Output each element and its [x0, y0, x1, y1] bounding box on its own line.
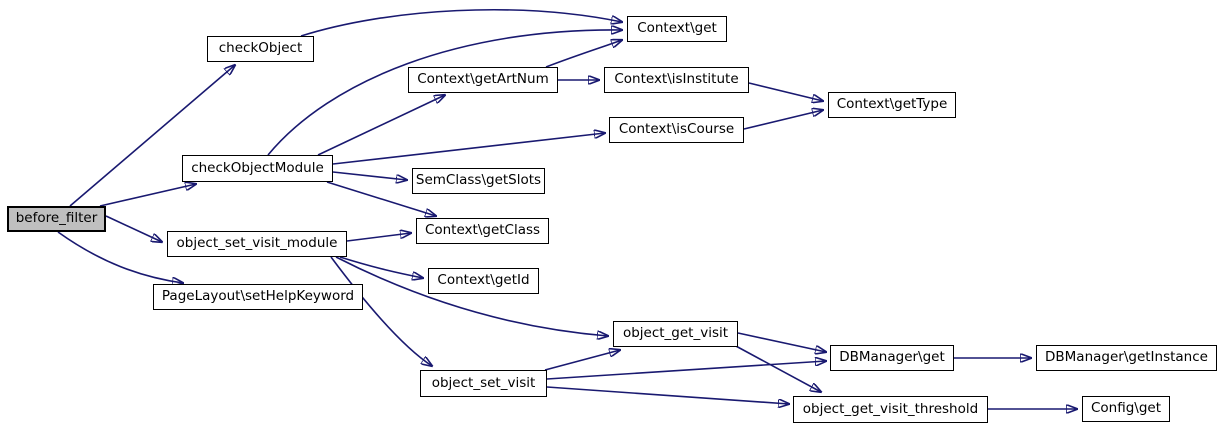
node-context-getclass[interactable]: Context\getClass: [416, 218, 549, 244]
node-context-get[interactable]: Context\get: [627, 16, 727, 42]
node-dbmanager-getinstance[interactable]: DBManager\getInstance: [1036, 345, 1217, 371]
node-before-filter: before_filter: [7, 206, 106, 232]
edge-before_filter-checkObject: [69, 65, 235, 207]
node-context-getartnum[interactable]: Context\getArtNum: [408, 67, 558, 93]
node-object-get-visit-threshold[interactable]: object_get_visit_threshold: [793, 396, 988, 423]
edge-before_filter-checkObjectModule: [99, 184, 196, 207]
node-context-gettype[interactable]: Context\getType: [828, 92, 956, 118]
edge-object_set_visit_module-Context_getId: [339, 256, 423, 278]
edge-before_filter-PageLayout_setHelpKeyword: [57, 231, 183, 283]
edge-checkObjectModule-Context_getArtNum: [317, 95, 445, 156]
edge-object_set_visit-DBManager_get: [546, 361, 826, 380]
node-pagelayout-sethelpkeyword[interactable]: PageLayout\setHelpKeyword: [153, 284, 363, 310]
node-object-set-visit[interactable]: object_set_visit: [420, 370, 547, 397]
edge-object_set_visit_module-Context_getClass: [346, 233, 411, 242]
edge-Context_isCourse-Context_getType: [743, 110, 823, 130]
node-check-object[interactable]: checkObject: [207, 36, 314, 62]
edge-object_set_visit-object_get_visit_threshold: [546, 386, 789, 404]
edge-before_filter-object_set_visit_module: [105, 215, 162, 242]
edge-object_set_visit_module-object_get_visit: [335, 256, 608, 336]
node-dbmanager-get[interactable]: DBManager\get: [830, 345, 954, 371]
node-context-isinstitute[interactable]: Context\isInstitute: [604, 67, 749, 93]
edge-checkObjectModule-Context_isCourse: [332, 133, 605, 165]
edge-checkObjectModule-SemClass_getSlots: [332, 171, 407, 180]
edge-object_set_visit-object_get_visit: [544, 350, 620, 371]
node-semclass-getslots[interactable]: SemClass\getSlots: [412, 168, 545, 194]
node-check-object-module[interactable]: checkObjectModule: [182, 155, 333, 182]
node-object-set-visit-module[interactable]: object_set_visit_module: [167, 231, 347, 257]
node-context-iscourse[interactable]: Context\isCourse: [609, 117, 744, 143]
edge-checkObjectModule-Context_get: [267, 30, 622, 156]
edge-object_set_visit_module-object_set_visit: [330, 256, 432, 366]
node-context-getid[interactable]: Context\getId: [428, 268, 539, 294]
edge-checkObject-Context_get: [300, 9, 622, 37]
edge-Context_isInstitute-Context_getType: [748, 82, 823, 101]
node-object-get-visit[interactable]: object_get_visit: [613, 321, 738, 347]
edge-object_get_visit-object_get_visit_threshold: [733, 344, 821, 392]
edge-object_get_visit-DBManager_get: [737, 332, 826, 352]
node-config-get[interactable]: Config\get: [1082, 396, 1170, 422]
edge-Context_getArtNum-Context_get: [545, 40, 622, 68]
edge-checkObjectModule-Context_getClass: [326, 181, 436, 216]
